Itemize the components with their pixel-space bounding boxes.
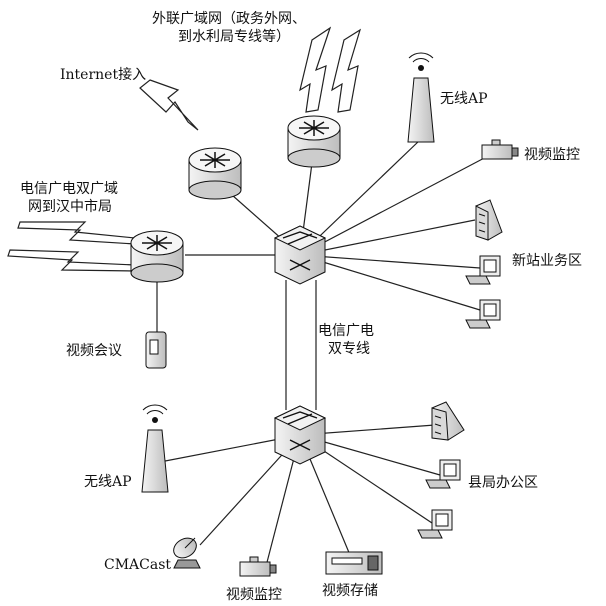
wireless-ap-icon xyxy=(142,405,168,492)
wireless-ap-top-label: 无线AP xyxy=(440,90,488,108)
county-office-area-label: 县局办公区 xyxy=(468,474,538,492)
video-storage-label: 视频存储 xyxy=(322,582,378,600)
core-switch-icon xyxy=(275,406,325,464)
dual-line-label-1: 电信广电 xyxy=(318,322,374,340)
wireless-ap-bottom-label: 无线AP xyxy=(84,473,132,491)
video-monitor-bottom-label: 视频监控 xyxy=(226,586,282,604)
lightning-icon xyxy=(332,30,360,112)
dual-line-label-2: 双专线 xyxy=(328,340,370,358)
router-icon xyxy=(189,148,241,199)
server-icon xyxy=(476,200,502,240)
video-storage-icon xyxy=(326,552,382,574)
server-icon xyxy=(432,402,464,440)
lightning-icon xyxy=(300,28,330,112)
lightning-icon xyxy=(18,222,135,244)
desktop-pc-icon xyxy=(418,510,452,538)
core-switch-icon xyxy=(275,226,325,284)
video-conference-icon xyxy=(146,332,166,368)
internet-access-label: Internet接入 xyxy=(60,66,146,84)
wireless-ap-icon xyxy=(408,53,434,142)
desktop-pc-icon xyxy=(466,256,500,284)
satellite-dish-icon xyxy=(170,534,200,568)
router-icon xyxy=(288,116,340,167)
telecom-wan-label-line2: 网到汉中市局 xyxy=(28,198,112,216)
link-pc-top2 xyxy=(300,255,480,310)
lightning-icon xyxy=(140,80,198,130)
lightning-icon xyxy=(8,250,135,271)
link-server-top xyxy=(300,220,475,255)
camera-icon xyxy=(482,140,518,159)
new-station-area-label: 新站业务区 xyxy=(512,252,582,270)
router-icon xyxy=(131,231,183,282)
link-camera-top xyxy=(300,155,490,255)
connection-lines xyxy=(157,140,490,570)
video-conference-label: 视频会议 xyxy=(66,342,122,360)
extranet-label-line2: 到水利局专线等） xyxy=(178,28,290,46)
desktop-pc-icon xyxy=(426,460,460,488)
telecom-wan-label-line1: 电信广电双广域 xyxy=(20,180,118,198)
cmacast-label: CMACast xyxy=(104,556,171,574)
extranet-label-line1: 外联广域网（政务外网、 xyxy=(152,10,306,28)
video-monitor-top-label: 视频监控 xyxy=(524,146,580,164)
desktop-pc-icon xyxy=(466,300,500,328)
camera-icon xyxy=(240,557,276,576)
link-pc-top1 xyxy=(300,255,480,268)
